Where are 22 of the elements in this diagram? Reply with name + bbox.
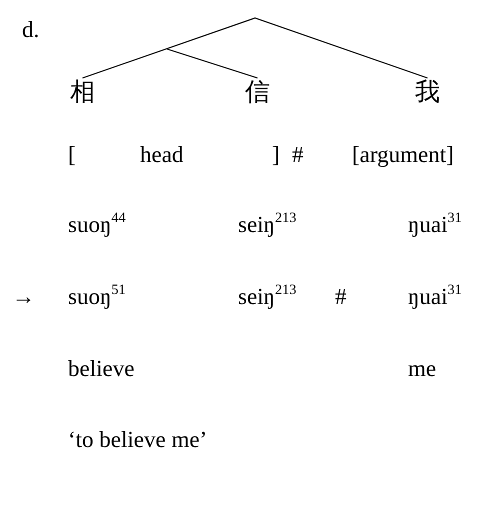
gloss-text: [ xyxy=(68,143,76,166)
gloss-text: ŋuai$^{31}$ xyxy=(408,285,462,308)
tree-branch xyxy=(82,17,428,79)
gloss-text: # xyxy=(292,143,304,166)
gloss-text: me xyxy=(408,357,436,380)
gloss-text: ŋuai$^{31}$ xyxy=(408,213,462,236)
tree-leaf: 相 xyxy=(70,80,95,105)
gloss-text: believe xyxy=(68,357,134,380)
gloss-text: [argument] xyxy=(352,143,454,166)
gloss-text: seiŋ$^{213}$ xyxy=(238,213,296,236)
gloss-text: # xyxy=(335,285,346,308)
gloss-text: ] xyxy=(272,143,280,166)
gloss-text: → xyxy=(12,285,35,308)
tree-leaf: 我 xyxy=(415,80,440,105)
tree-branch xyxy=(166,48,258,79)
gloss-text: ‘to believe me’ xyxy=(68,428,208,451)
gloss-text: seiŋ$^{213}$ xyxy=(238,285,296,308)
gloss-text: suoŋ$^{44}$ xyxy=(68,213,126,236)
tree-leaf: 信 xyxy=(245,80,270,105)
gloss-text: head xyxy=(140,143,184,166)
gloss-text: suoŋ$^{51}$ xyxy=(68,285,126,308)
example-letter: d. xyxy=(22,18,40,41)
